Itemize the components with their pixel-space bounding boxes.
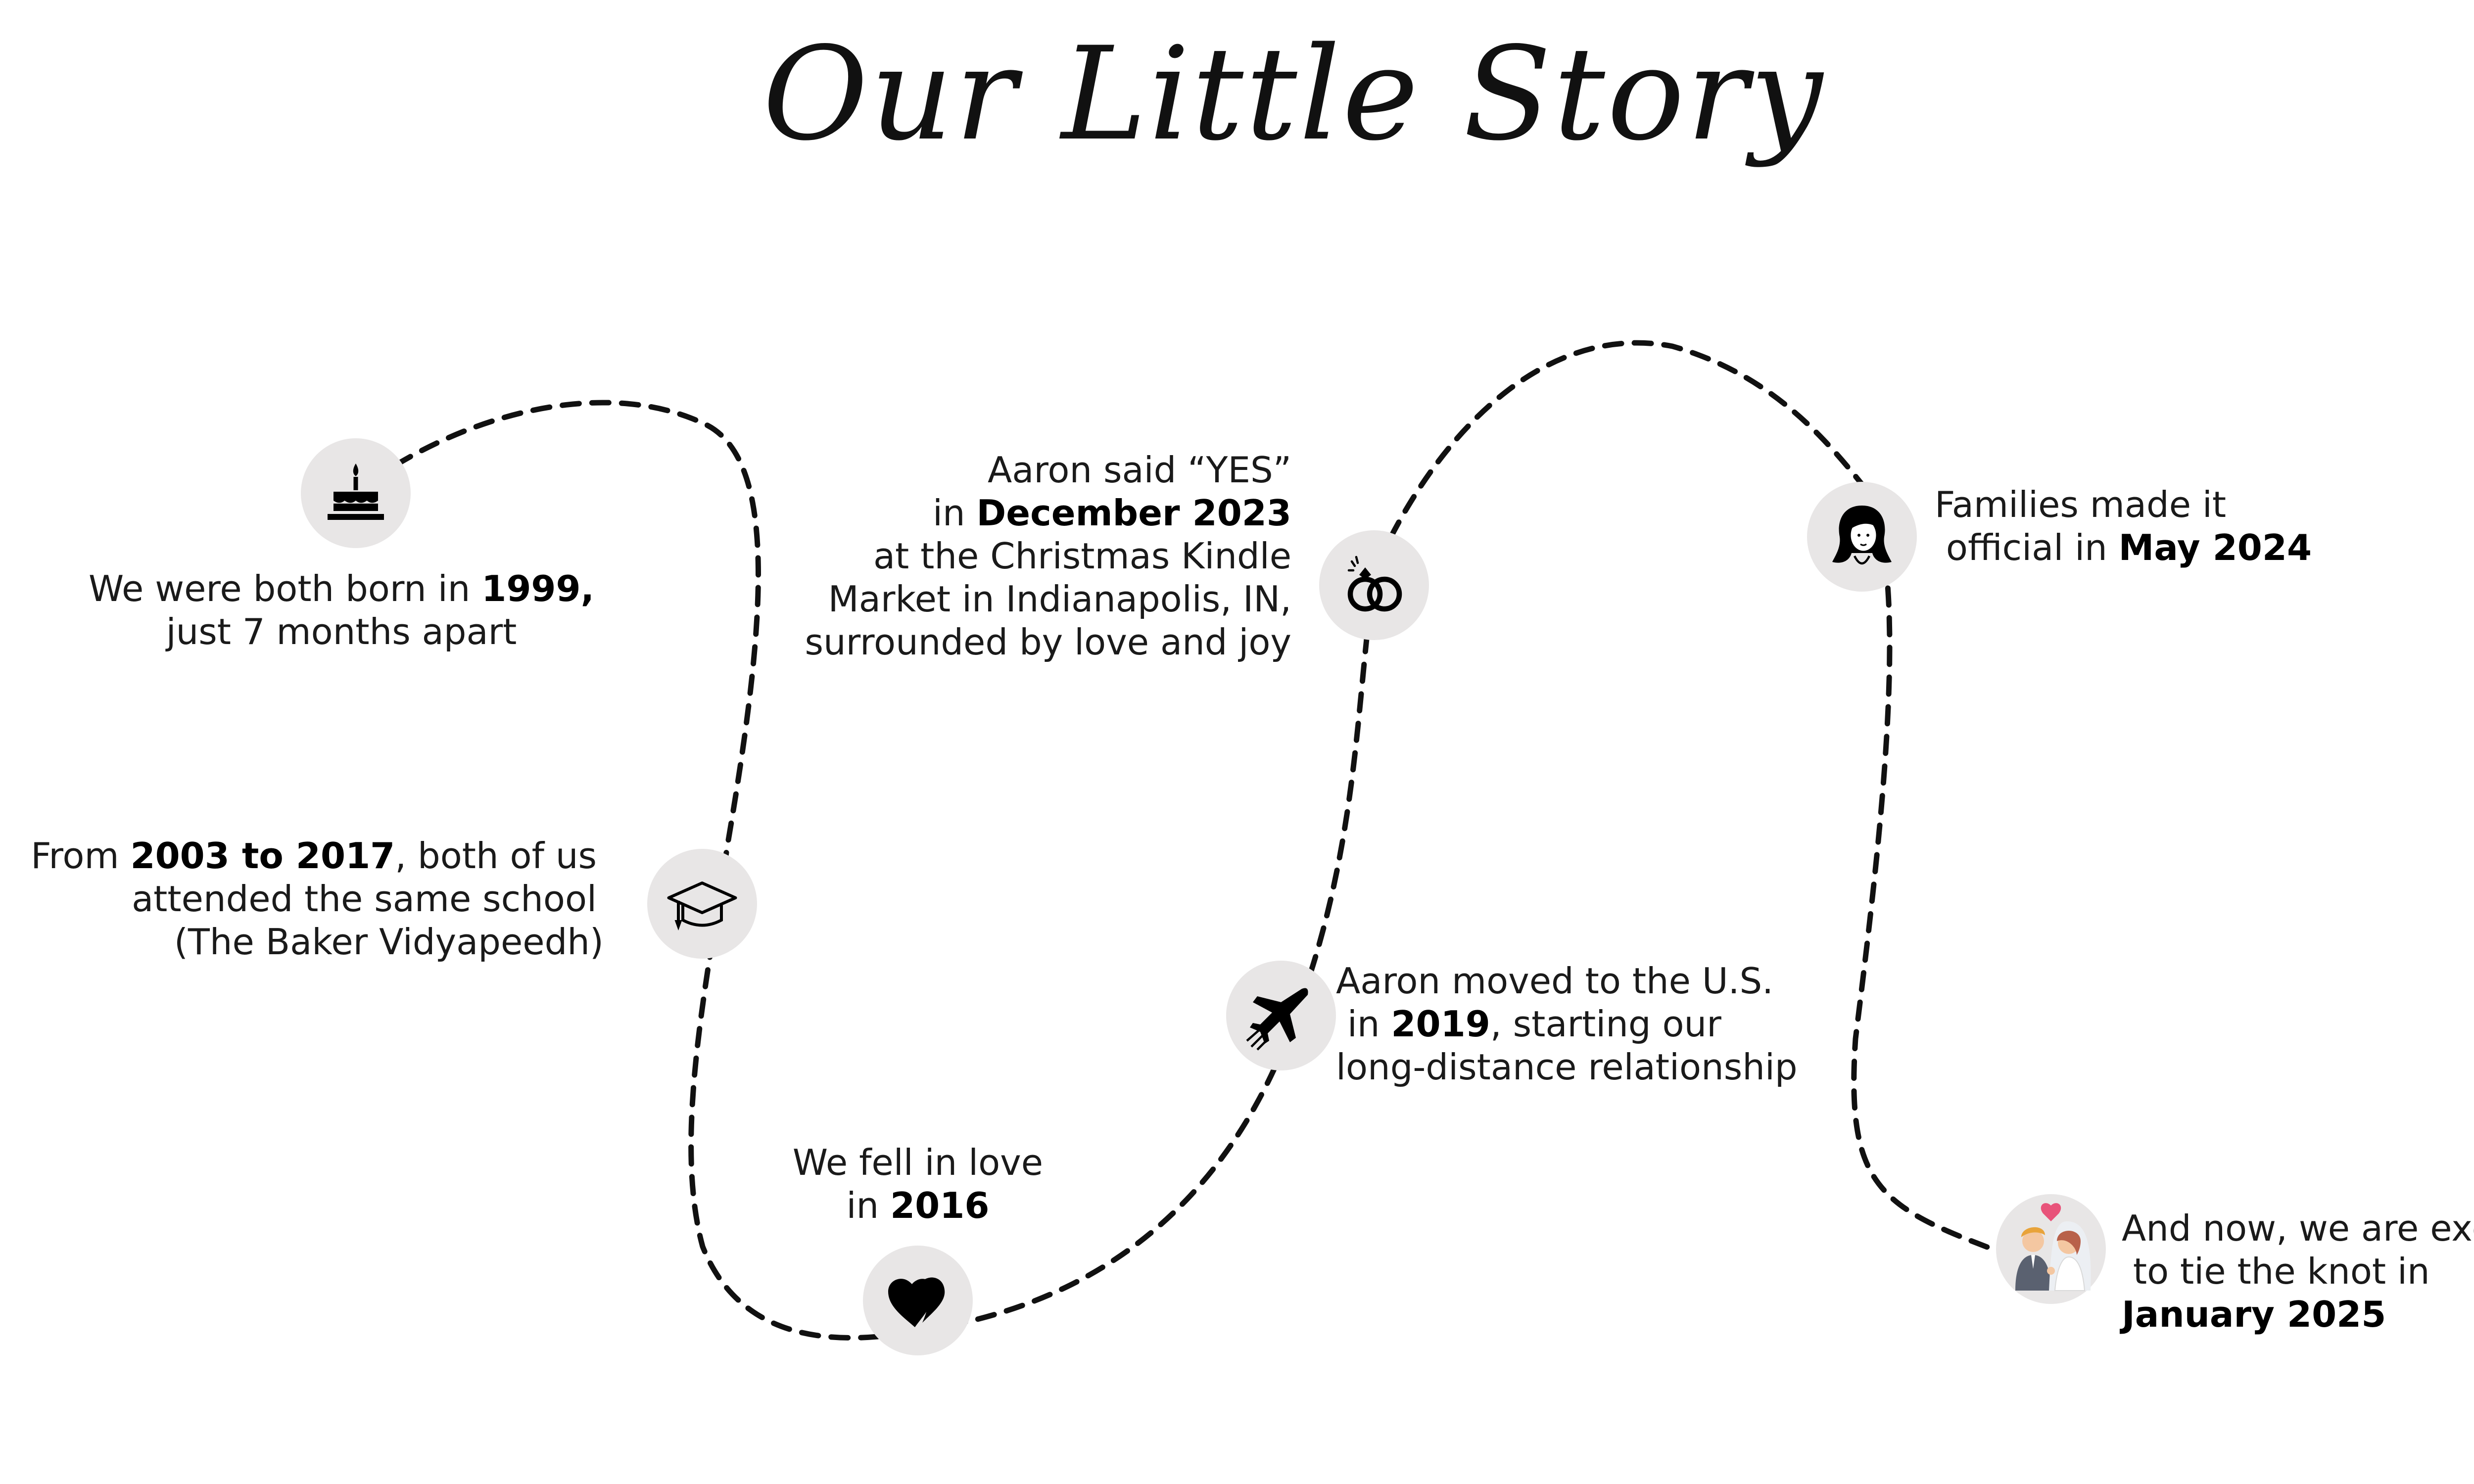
event-line: attended the same school [20,878,597,921]
event-birth-text: We were both born in 1999, just 7 months… [69,567,614,653]
badge-school [647,849,757,959]
badge-wedding [1996,1194,2106,1304]
airplane-icon [1244,978,1318,1053]
couple-illustration-icon [2001,1200,2100,1298]
event-line: Aaron said “YES” [594,449,1291,492]
event-move-text: Aaron moved to the U.S. in 2019, startin… [1336,960,1954,1089]
event-line: We fell in love [670,1141,1165,1184]
birthday-cake-icon [319,456,393,530]
event-line: Families made it [1935,483,2429,526]
bride-portrait-icon [1825,500,1899,574]
event-yes-text: Aaron said “YES” in December 2023 at the… [594,449,1291,664]
event-school-text: From 2003 to 2017, both of us attended t… [20,835,604,964]
event-line: just 7 months apart [69,610,614,653]
event-line: Market in Indianapolis, IN, [594,578,1291,621]
event-wedding-text: And now, we are excited to tie the knot … [2122,1207,2474,1336]
event-line: in December 2023 [594,492,1291,535]
page-title: Our Little Story [0,20,2474,169]
graduation-cap-icon [665,867,739,941]
hearts-icon [881,1263,955,1338]
badge-move [1226,961,1336,1070]
event-line: We were both born in 1999, [69,567,614,610]
event-line: in 2019, starting our [1336,1003,1954,1046]
wedding-rings-icon [1337,548,1411,622]
badge-yes [1319,530,1429,640]
event-line: From 2003 to 2017, both of us [20,835,597,878]
badge-love [863,1246,973,1355]
event-families-text: Families made it official in May 2024 [1935,483,2429,569]
event-line: And now, we are excited [2122,1207,2474,1250]
event-line: January 2025 [2122,1293,2474,1336]
event-line: to tie the knot in [2122,1250,2474,1293]
event-line: long-distance relationship [1336,1046,1954,1089]
badge-birth [301,438,411,548]
event-line: official in May 2024 [1935,526,2429,569]
event-line: (The Baker Vidyapeedh) [20,921,604,964]
event-line: Aaron moved to the U.S. [1336,960,1954,1003]
event-line: in 2016 [670,1184,1165,1227]
event-love-text: We fell in love in 2016 [670,1141,1165,1227]
event-line: at the Christmas Kindle [594,535,1291,578]
badge-families [1807,482,1917,592]
event-line: surrounded by love and joy [594,621,1291,664]
